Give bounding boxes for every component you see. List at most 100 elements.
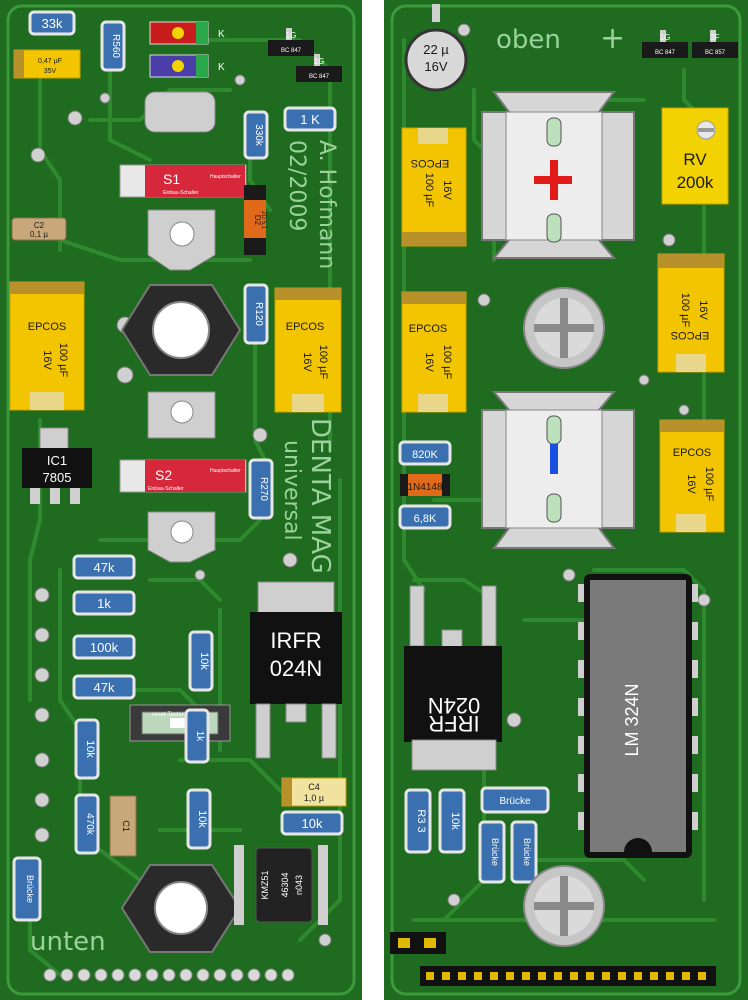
resistor-1k-c: 1k	[184, 708, 210, 764]
reset-button[interactable]: reset-Taster	[129, 704, 231, 742]
capacitor-epcos-r4: EPCOS 100 µF 16V	[659, 419, 725, 533]
led1-k: K	[218, 29, 225, 40]
cap1-voltage: 16V	[41, 350, 53, 370]
transistor-t2: 1G BC 847	[296, 54, 342, 82]
r100k-label: 100k	[90, 640, 119, 655]
r1k-c-label: 1k	[194, 731, 205, 743]
opamp-label: LM 324N	[622, 683, 642, 756]
cap-r3-value: 100 µF	[441, 345, 453, 380]
screw-top	[523, 287, 605, 369]
board-outline-right	[390, 4, 742, 996]
sensor-kmz51: KMZ51 46304 n043	[234, 845, 328, 925]
rv-value: 200k	[677, 173, 714, 192]
r68k-label: 6,8K	[414, 513, 437, 525]
s1-label: S1	[163, 171, 180, 187]
cap-top-value: 0,47 µF	[38, 58, 62, 65]
d2-value: ZD 5,1	[260, 211, 266, 230]
epcos-r4-brand: EPCOS	[673, 447, 712, 459]
epcos-r2-brand: EPCOS	[671, 329, 710, 341]
t2-type: BC 847	[309, 74, 330, 80]
capacitor-epcos-2: EPCOS 100 µF 16V	[274, 287, 342, 413]
pcb-bottom-drawing: 33k 0,47 µF 35V R560 K K 1G BC 847 1G BC…	[6, 4, 356, 996]
jumper-bruecke-1: Brücke	[480, 786, 550, 814]
resistor-1k-top: 1 K	[283, 106, 337, 132]
rt1-type: BC 847	[655, 50, 676, 56]
switch-s2: S2 Einbau-Schalter Hauptschalter	[119, 459, 247, 493]
mosfet-irfr-left: IRFR 024N	[250, 581, 342, 759]
jumper-bruecke-left: Brücke	[12, 856, 42, 922]
screw-bottom	[523, 865, 605, 947]
led-blue: K	[149, 54, 225, 78]
mount-hole-s2	[170, 520, 194, 544]
ic1-type: 7805	[43, 470, 72, 485]
r47k-a-label: 47k	[94, 560, 115, 575]
silk-date: 02/2009	[284, 140, 309, 231]
chip-code2: n043	[294, 875, 304, 895]
capacitor-c1: C1	[109, 795, 137, 857]
ic1-label: IC1	[47, 453, 67, 468]
c2-value: 0,1 µ	[30, 230, 48, 239]
reset-label: reset-Taster	[152, 712, 184, 718]
diode-label: 1N4148	[407, 482, 442, 493]
cap1-value: 100 µF	[57, 343, 69, 378]
t1-code: 1G	[286, 31, 297, 40]
capacitor-epcos-1: EPCOS 100 µF 16V	[9, 281, 85, 411]
regulator-ic1: IC1 7805	[22, 427, 92, 504]
r470k-label: 470k	[84, 813, 95, 836]
transistor-t1: 1G BC 847	[268, 28, 314, 56]
r1k-label: 1k	[97, 596, 111, 611]
d2-label: D2	[253, 215, 262, 226]
pcb-bottom-side: 33k 0,47 µF 35V R560 K K 1G BC 847 1G BC…	[0, 0, 362, 1000]
cap-r2-voltage: 16V	[697, 300, 709, 320]
mosfet-irfr-right: 024N IRFR	[404, 585, 502, 771]
r330k-label: 330k	[253, 124, 264, 147]
resistor-r120: R120	[243, 283, 269, 345]
capacitor-c4: C4 1,0 µ	[281, 777, 347, 807]
silk-brand: DENTA MAG	[305, 418, 335, 574]
cap-r4-value: 100 µF	[703, 467, 715, 502]
r10k-a-label: 10k	[198, 652, 210, 670]
r47k-b-label: 47k	[94, 680, 115, 695]
s2-tag: Hauptschalter	[210, 468, 241, 474]
resistor-r33: R3 3	[404, 788, 432, 854]
r1k-top-label: 1 K	[300, 112, 320, 127]
r270-label: R270	[258, 477, 269, 501]
pcb-top-side: 22 µ 16V oben + 1G BC 847 3F BC 857 EPCO…	[384, 0, 748, 1000]
board-outline	[6, 4, 356, 996]
resistor-10k-right: 10k	[438, 788, 466, 854]
capacitor-epcos-r2: EPCOS 100 µF 16V	[657, 253, 725, 373]
cap-top-voltage: 35V	[44, 68, 57, 75]
bruecke3-label: Brücke	[522, 838, 532, 866]
chip-code1: 46304	[280, 872, 290, 897]
s2-label: S2	[155, 467, 172, 483]
c4-value: 1,0 µ	[304, 793, 324, 803]
rv-label: RV	[683, 150, 707, 169]
rt2-type: BC 857	[705, 50, 726, 56]
mosfet-left-label2: 024N	[270, 656, 323, 681]
capacitor-epcos-r3: EPCOS 100 µF 16V	[401, 291, 467, 413]
c2-label: C2	[34, 221, 45, 230]
r560-label: R560	[110, 34, 121, 58]
silk-author: A. Hofmann	[314, 140, 339, 269]
capacitor-0-47uF: 0,47 µF 35V	[13, 49, 81, 79]
resistor-r270: R270	[248, 458, 274, 520]
r10k-c-label: 10k	[196, 810, 208, 828]
silk-side-top: oben	[496, 25, 561, 55]
cap-r3-voltage: 16V	[423, 352, 435, 372]
hex-nut-top	[120, 284, 242, 376]
r120-label: R120	[253, 302, 264, 326]
trimmer-rv: RV 200k	[661, 107, 729, 205]
cap2-value: 100 µF	[317, 345, 329, 380]
t1-type: BC 847	[281, 48, 302, 54]
mosfet-right-label: 024N	[428, 693, 481, 718]
resistor-330k: 330k	[243, 110, 269, 160]
resistor-10k-c: 10k	[186, 788, 212, 850]
epcos-r3-brand: EPCOS	[409, 323, 448, 335]
cap-22u-voltage: 16V	[424, 59, 447, 74]
mosfet-left-label: IRFR	[270, 628, 321, 653]
silk-variant: universal	[279, 440, 304, 541]
cap-r1-voltage: 16V	[441, 180, 453, 200]
r33-label: R3 3	[415, 809, 427, 832]
bruecke1-label: Brücke	[499, 796, 531, 807]
transistor-right-t2: 3F BC 857	[692, 30, 738, 58]
